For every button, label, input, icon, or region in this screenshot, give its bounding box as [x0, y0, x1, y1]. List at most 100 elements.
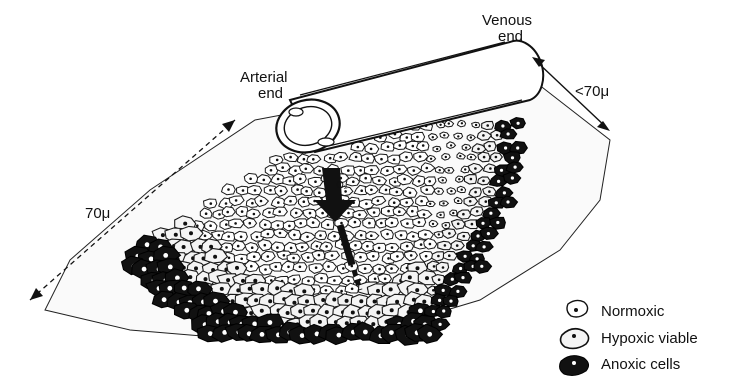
- cell-nucleus: [511, 156, 514, 159]
- cell-nucleus: [481, 222, 484, 225]
- cell-nucleus: [226, 278, 230, 282]
- cell-nucleus: [399, 144, 402, 147]
- cell-nucleus: [167, 286, 172, 291]
- cell-nucleus: [391, 222, 394, 225]
- cell-nucleus: [293, 278, 296, 281]
- cell-nucleus: [340, 290, 343, 293]
- cell-nucleus: [428, 180, 431, 183]
- cell-nucleus: [439, 124, 441, 126]
- cell-nucleus: [278, 210, 281, 213]
- cell-nucleus: [184, 308, 189, 313]
- cell-nucleus: [470, 156, 472, 158]
- cell-nucleus: [442, 266, 445, 269]
- cell-nucleus: [506, 200, 509, 203]
- cell-nucleus: [406, 245, 409, 248]
- cell-nucleus: [182, 286, 187, 291]
- cell-nucleus: [241, 279, 245, 283]
- cell-nucleus: [149, 257, 154, 262]
- cell-nucleus: [347, 212, 350, 215]
- cell-nucleus: [268, 320, 273, 325]
- cell-nucleus: [470, 136, 472, 138]
- cell-nucleus: [480, 265, 483, 268]
- cell-nucleus: [496, 134, 499, 137]
- cell-nucleus: [352, 180, 355, 183]
- cell-nucleus: [474, 191, 477, 194]
- cell-nucleus: [387, 257, 390, 260]
- cell-nucleus: [400, 234, 403, 237]
- cell-nucleus: [288, 225, 291, 228]
- cell-nucleus: [220, 287, 224, 291]
- cell-nucleus: [218, 213, 221, 216]
- cell-nucleus: [475, 124, 477, 126]
- cell-nucleus: [489, 167, 492, 170]
- cell-nucleus: [329, 157, 332, 160]
- cell-nucleus: [386, 169, 389, 172]
- cell-nucleus: [461, 189, 463, 191]
- cell-nucleus: [189, 231, 193, 235]
- cell-nucleus: [425, 255, 428, 258]
- cell-nucleus: [283, 254, 286, 257]
- cell-nucleus: [301, 246, 304, 249]
- cell-nucleus: [264, 268, 267, 271]
- cell-nucleus: [209, 224, 212, 227]
- cell-nucleus: [253, 255, 256, 258]
- cell-nucleus: [377, 200, 380, 203]
- cell-nucleus: [465, 147, 467, 149]
- cell-nucleus: [204, 277, 208, 281]
- cell-nucleus: [269, 189, 272, 192]
- cell-nucleus: [145, 242, 150, 247]
- cell-nucleus: [489, 212, 492, 215]
- cell-nucleus: [503, 191, 506, 194]
- cell-nucleus: [312, 158, 315, 161]
- cell-nucleus: [316, 245, 319, 248]
- cell-nucleus: [311, 309, 315, 313]
- cell-nucleus: [264, 224, 267, 227]
- cell-nucleus: [242, 189, 245, 192]
- cell-nucleus: [511, 176, 514, 179]
- cell-nucleus: [321, 212, 324, 215]
- cell-nucleus: [240, 236, 243, 239]
- cell-nucleus: [378, 268, 381, 271]
- cell-nucleus: [162, 297, 167, 302]
- cell-nucleus: [426, 167, 429, 170]
- legend-label-hypoxic: Hypoxic viable: [601, 330, 698, 347]
- cell-nucleus: [418, 180, 421, 183]
- legend-item-hypoxic: Hypoxic viable: [561, 329, 698, 349]
- cell-nucleus: [296, 188, 299, 191]
- cell-nucleus: [485, 200, 488, 203]
- cell-nucleus: [268, 211, 271, 214]
- cell-nucleus: [270, 169, 273, 172]
- cell-nucleus: [333, 235, 336, 238]
- cell-nucleus: [227, 235, 230, 238]
- cell-nucleus: [251, 246, 254, 249]
- cell-nucleus: [225, 223, 228, 226]
- cell-nucleus: [370, 234, 373, 237]
- cell-nucleus: [390, 267, 393, 270]
- cell-nucleus: [495, 156, 498, 159]
- cell-nucleus: [439, 214, 441, 216]
- cell-nucleus: [359, 256, 362, 259]
- cell-nucleus: [413, 169, 416, 172]
- cell-nucleus: [340, 222, 343, 225]
- cell-nucleus: [225, 202, 228, 205]
- cell-nucleus: [438, 278, 441, 281]
- cell-nucleus: [315, 266, 318, 269]
- cell-nucleus: [423, 213, 426, 216]
- cell-nucleus: [228, 257, 231, 260]
- cell-nucleus: [419, 155, 422, 158]
- cell-nucleus: [389, 330, 394, 335]
- cell-nucleus: [461, 122, 463, 124]
- cell-nucleus: [398, 168, 401, 171]
- cell-nucleus: [183, 222, 187, 226]
- cell-nucleus: [249, 178, 252, 181]
- cell-nucleus: [318, 320, 322, 324]
- venous-end-label-line2: end: [498, 28, 523, 45]
- cell-nucleus: [264, 244, 267, 247]
- cell-nucleus: [290, 247, 293, 250]
- cell-nucleus: [364, 177, 367, 180]
- cell-nucleus: [464, 168, 466, 170]
- cell-nucleus: [163, 253, 168, 258]
- less-than-70-label: <70μ: [575, 83, 609, 100]
- cell-nucleus: [275, 265, 278, 268]
